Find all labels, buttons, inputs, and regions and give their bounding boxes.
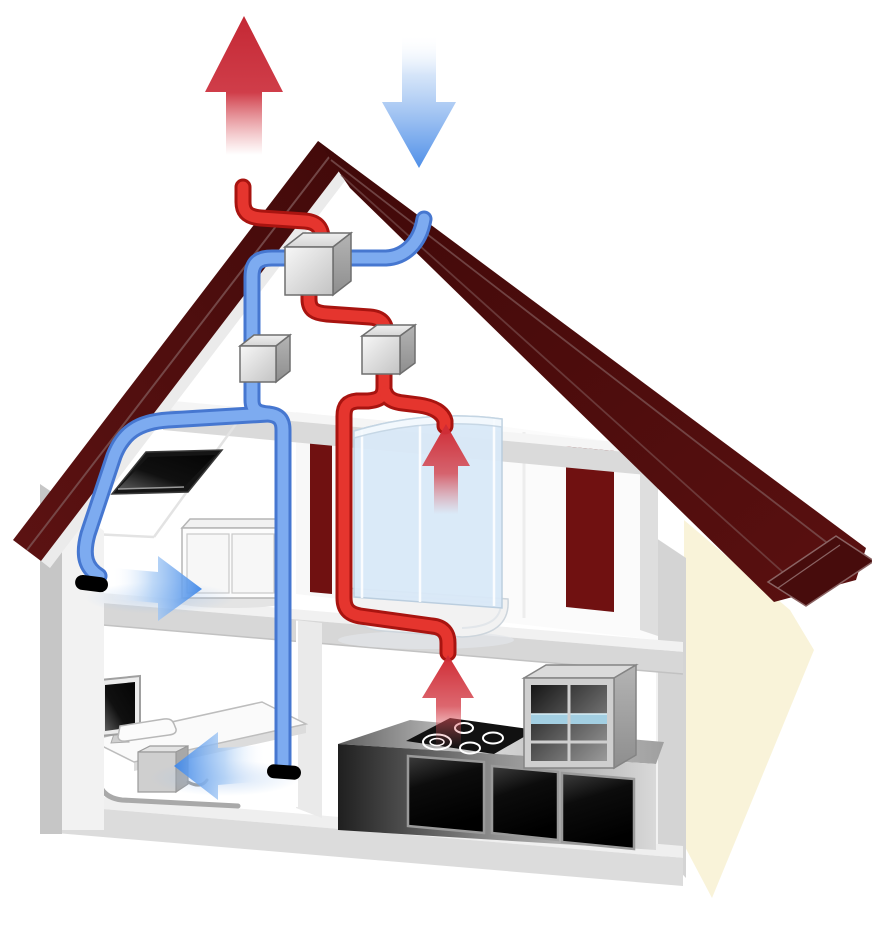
gable-wall: [684, 520, 814, 898]
wardrobe-top: [180, 518, 288, 529]
supply-vent-lower: [267, 764, 301, 780]
glass-cabinet-side: [613, 663, 637, 770]
distribution-box-right: [359, 323, 418, 376]
exhaust-duct: [234, 178, 457, 662]
heat-exchanger-box: [282, 231, 354, 297]
keyboard: [117, 718, 177, 742]
wardrobe-door-right: [231, 533, 275, 594]
roof-fascia: [766, 535, 872, 607]
supply-air-right-arrow-icon: [112, 556, 202, 621]
heat-exchanger-front: [284, 246, 334, 296]
ground-divider-wall: [296, 620, 322, 818]
wall-shade-strip: [640, 452, 658, 636]
desk-top: [87, 701, 309, 763]
supply-duct-core-branch: [79, 408, 274, 582]
skylight-glass: [118, 455, 215, 489]
exhaust-air-up-arrow-icon: [205, 16, 283, 155]
supply-air-left-arrow-icon: [174, 732, 266, 800]
shower-top-rim: [353, 415, 503, 439]
skylight: [110, 449, 224, 495]
exhaust-duct-core-3: [338, 364, 454, 659]
ground-slab-face: [44, 804, 683, 886]
distribution-box-left-front: [239, 345, 277, 383]
brick-section-middle: [310, 436, 332, 594]
supply-vent-upper: [75, 574, 108, 593]
kitchen-extract-arrow-icon: [422, 655, 474, 748]
shower-extract-arrow-icon: [422, 424, 470, 514]
counter-door-1: [406, 754, 486, 835]
roof-fascia-line: [777, 544, 841, 589]
brick-section-right: [566, 446, 614, 612]
glass-cabinet: [521, 663, 639, 770]
monitor: [99, 674, 141, 744]
distribution-box-left: [237, 333, 293, 384]
shower-glass-dividers: [360, 419, 496, 606]
exhaust-duct-core-4: [379, 386, 451, 432]
counter-door-3: [560, 771, 636, 851]
gable-cut-edge: [656, 538, 686, 878]
kitchen-area: [338, 663, 664, 851]
burner-right: [482, 731, 504, 745]
left-wall-outer: [40, 484, 62, 834]
skylight-glint: [117, 486, 185, 490]
distribution-box-right-front: [361, 335, 401, 375]
fresh-air-down-arrow-icon: [382, 34, 456, 168]
shower-glass: [353, 415, 503, 609]
monitor-screen: [105, 682, 135, 731]
counter-door-2: [490, 764, 560, 842]
